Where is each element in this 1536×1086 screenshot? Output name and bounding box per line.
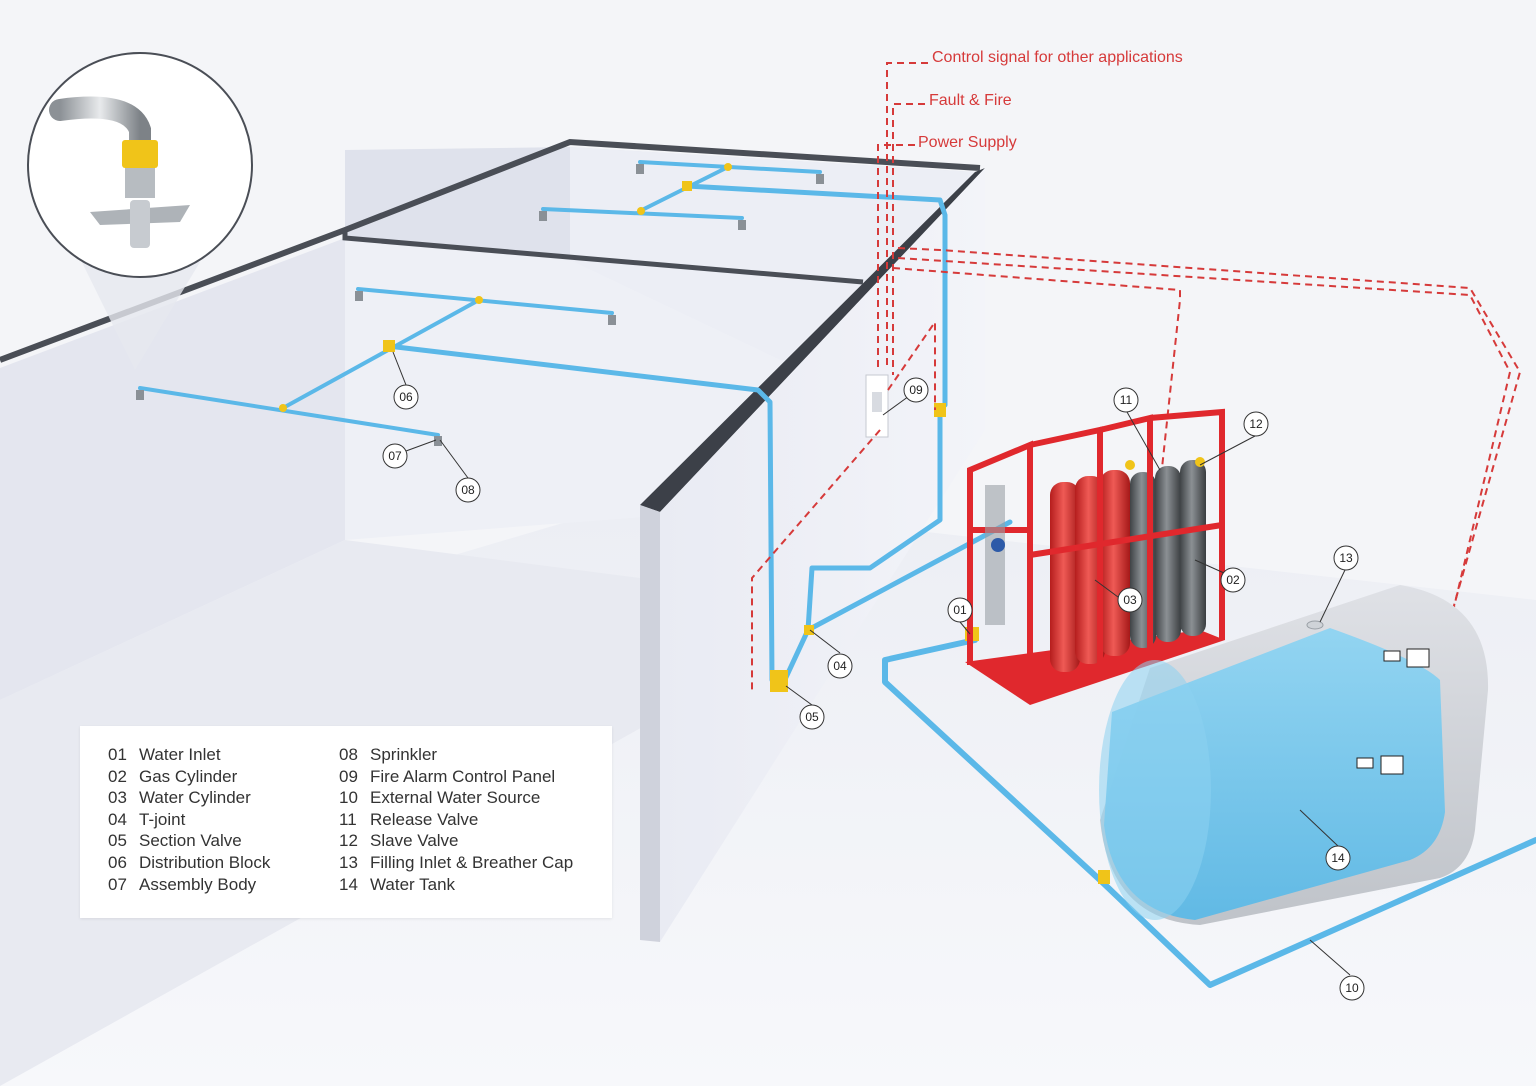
fire-alarm-control-panel (865, 374, 889, 438)
svg-text:07: 07 (388, 449, 402, 463)
callout-09: 09 (903, 377, 929, 403)
callout-01: 01 (947, 597, 973, 623)
water-cylinder (1100, 470, 1130, 656)
callout-11: 11 (1113, 387, 1139, 413)
svg-text:12: 12 (1249, 417, 1263, 431)
callouts: 01 02 03 04 05 06 07 08 09 10 11 12 13 1… (382, 377, 1365, 1001)
gas-cylinder (1180, 460, 1206, 636)
distribution-block-icon (383, 340, 395, 352)
callout-10: 10 (1339, 975, 1365, 1001)
sprinkler-heads (136, 164, 824, 446)
signal-label-power-supply: Power Supply (918, 134, 1017, 151)
callout-03: 03 (1117, 587, 1143, 613)
callout-06: 06 (393, 384, 419, 410)
callout-05: 05 (799, 704, 825, 730)
svg-text:01: 01 (953, 603, 967, 617)
signal-label-fault-fire: Fault & Fire (929, 92, 1012, 109)
callout-04: 04 (827, 653, 853, 679)
svg-text:08: 08 (461, 483, 475, 497)
room-structure (0, 138, 985, 1086)
callout-08: 08 (455, 477, 481, 503)
svg-text:03: 03 (1123, 593, 1137, 607)
gas-cylinder (1155, 466, 1181, 642)
svg-text:09: 09 (909, 383, 923, 397)
water-cylinder (1050, 482, 1080, 672)
svg-text:02: 02 (1226, 573, 1240, 587)
svg-text:05: 05 (805, 710, 819, 724)
callout-07: 07 (382, 443, 408, 469)
svg-text:06: 06 (399, 390, 413, 404)
callout-02: 02 (1220, 567, 1246, 593)
callout-13: 13 (1333, 545, 1359, 571)
svg-text:13: 13 (1339, 551, 1353, 565)
water-tank (1099, 585, 1489, 925)
callout-14: 14 (1325, 845, 1351, 871)
level-switch-icon (1356, 648, 1430, 775)
signal-label-control: Control signal for other applications (932, 49, 1183, 66)
signal-labels: Control signal for other applications Fa… (918, 49, 1183, 151)
pipe-network (138, 160, 1536, 988)
cylinder-rack (965, 408, 1225, 705)
callout-12: 12 (1243, 411, 1269, 437)
svg-text:10: 10 (1345, 981, 1359, 995)
fittings (279, 163, 1110, 884)
breather-cap-icon (1306, 620, 1324, 630)
svg-text:04: 04 (833, 659, 847, 673)
svg-text:14: 14 (1331, 851, 1345, 865)
sprinkler-detail-icon (27, 52, 253, 370)
svg-text:11: 11 (1120, 393, 1133, 407)
